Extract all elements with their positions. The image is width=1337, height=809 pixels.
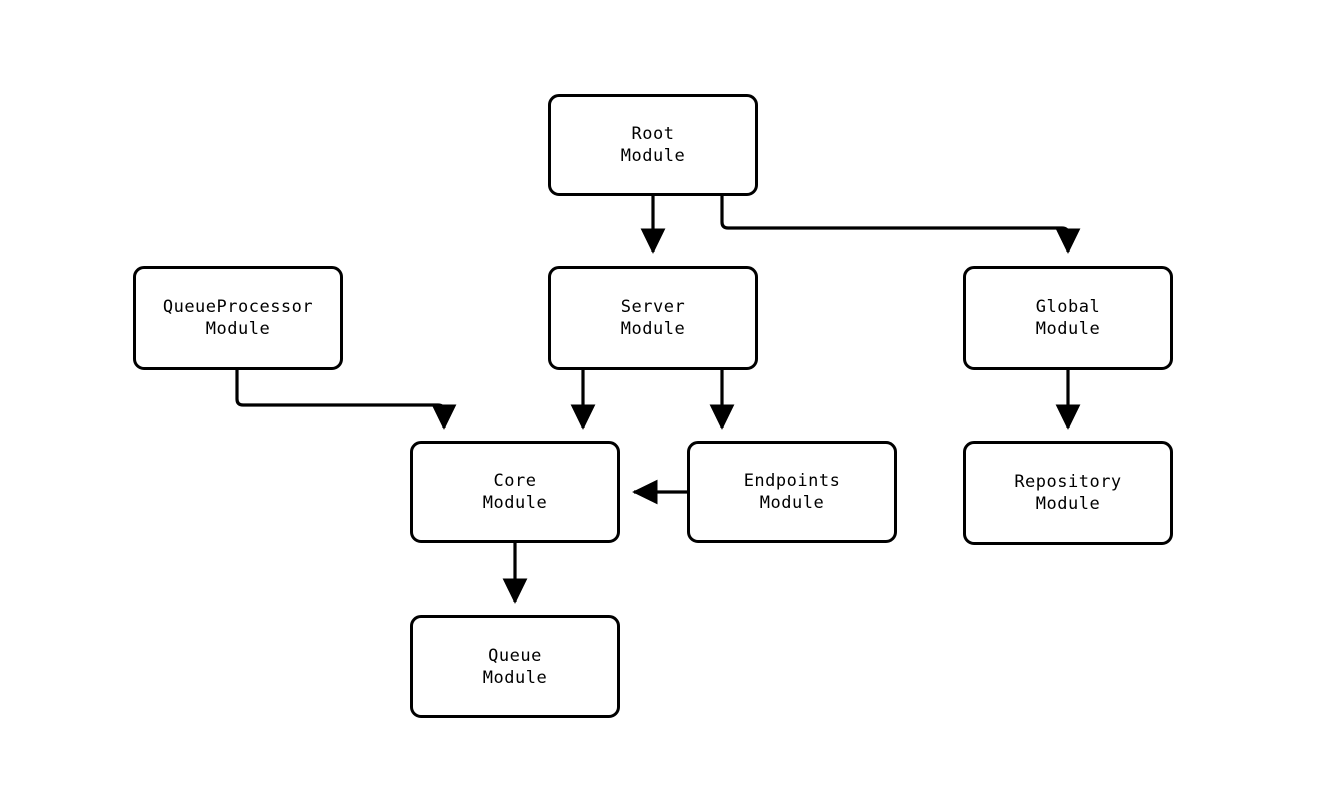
node-queue-module-kind: Module <box>482 667 548 688</box>
node-queueprocessor-module-name: QueueProcessor <box>162 297 314 317</box>
node-queueprocessor-module[interactable]: QueueProcessor Module <box>133 266 343 370</box>
node-endpoints-module[interactable]: Endpoints Module <box>687 441 897 543</box>
node-core-module-name: Core <box>493 471 537 491</box>
node-repository-module[interactable]: Repository Module <box>963 441 1173 545</box>
edge-root-to-global <box>720 196 1081 254</box>
node-root-module-name: Root <box>631 124 675 144</box>
node-core-module[interactable]: Core Module <box>410 441 620 543</box>
node-queue-module-name: Queue <box>488 645 542 666</box>
node-endpoints-module-name: Endpoints <box>743 471 841 491</box>
node-root-module-kind: Module <box>620 146 686 166</box>
edge-queueprocessor-to-core <box>235 370 457 430</box>
node-global-module-name: Global <box>1035 297 1101 317</box>
node-repository-module-name: Repository <box>1014 472 1122 492</box>
node-global-module[interactable]: Global Module <box>963 266 1173 370</box>
node-queue-module[interactable]: Queue Module <box>410 615 620 718</box>
node-server-module-name: Server <box>620 297 686 317</box>
node-queueprocessor-module-kind: Module <box>205 319 271 339</box>
node-server-module-kind: Module <box>620 319 686 339</box>
node-server-module[interactable]: Server Module <box>548 266 758 370</box>
node-core-module-kind: Module <box>482 493 548 513</box>
node-repository-module-kind: Module <box>1035 494 1101 514</box>
node-endpoints-module-kind: Module <box>759 493 825 513</box>
node-root-module[interactable]: Root Module <box>548 94 758 196</box>
node-global-module-kind: Module <box>1035 319 1101 339</box>
